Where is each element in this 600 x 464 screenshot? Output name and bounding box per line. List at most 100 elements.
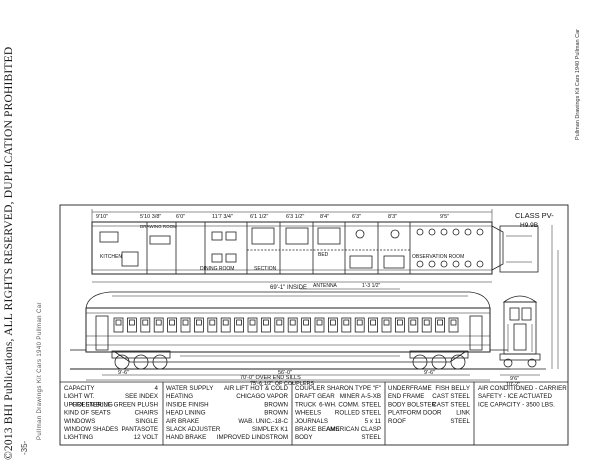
window-pane [249,319,256,326]
window [127,317,137,333]
spec-value: SIMPLEX K1 [252,426,289,433]
drawing-frame [59,204,569,446]
end-dim-bottom: 9'6" [510,376,519,382]
window-pane [356,319,363,326]
spec-value: IMPROVED LINDSTROM [217,434,288,441]
window-pane [209,319,216,326]
window [260,317,271,333]
window-pane [329,319,336,326]
spec-name: INSIDE FINISH [166,401,209,408]
spec-note: SAFETY - ICE ACTUATED [478,393,553,400]
window [448,317,459,333]
spec-value: BROWN [264,401,288,408]
spec-value: STEEL [450,418,470,425]
window-pane [343,319,350,326]
spec-name: PLATFORM DOOR [388,410,442,417]
plan-length-label: 69'-1" INSIDE [270,285,307,291]
spec-name: HAND BRAKE [166,434,206,441]
antenna-dim: 1'-3 1/2" [362,283,381,289]
spec-value: AMERICAN CLASP [326,426,381,433]
spec-name: JOURNALS [295,418,328,425]
class-label: CLASS PV- [515,211,554,220]
spec-value: CHICAGO VAPOR [236,393,288,400]
window [193,317,204,333]
antenna-label: ANTENNA [313,283,338,289]
dim-truck-right: 9'-6" [424,370,435,376]
spec-name: HEAD LINING [166,410,206,417]
spec-name: BODY BOLSTER [388,401,437,408]
window-pane [262,319,269,326]
window-pane [450,319,457,326]
dim-over-sills: 70'-0" OVER END SILLS [240,375,301,381]
window-pane [303,319,310,326]
spec-value: AIR LIFT HOT & COLD [224,385,289,392]
spec-value: 5 x 11 [365,418,382,425]
window [247,317,258,333]
spec-value: 6-WH. COMM. STEEL [319,401,381,408]
window [207,317,218,333]
spec-value: PANTASOTE [121,426,158,433]
plan-dim-label: 6'3" [352,214,361,220]
spec-name: END FRAME [388,393,424,400]
spec-name: WATER SUPPLY [166,385,213,392]
window-pane [276,319,283,326]
window [153,317,164,333]
spec-name: LIGHT WT. [64,393,95,400]
spec-value: MINER A-5-XB [340,393,381,400]
room-observation: OBSERVATION ROOM [412,254,464,260]
plan-dim-label: 6'1 1/2" [250,214,268,220]
spec-name: HEATING [166,393,193,400]
spec-name: CAPACITY [64,385,94,392]
window [113,317,124,333]
spec-name: DRAFT GEAR [295,393,335,400]
spec-value: CAST STEEL [432,401,470,408]
dim-truck-centers: 56'-0" [278,370,292,376]
spec-name: WHEELS [295,410,321,417]
window [167,317,178,333]
spec-value: CAST STEEL [432,393,470,400]
window [394,317,405,333]
spec-value: 4 [155,385,159,392]
window-pane [396,319,403,326]
spec-value: WAB. UNIC.-18-C [238,418,288,425]
window [301,317,312,333]
window-pane [437,319,444,326]
window-pane [155,319,162,326]
window-pane [370,319,377,326]
spec-value: SINGLE [135,418,158,425]
spec-name: KIND OF SEATS [64,410,111,417]
plan-dimension-labels: 9'10"5'10 3/8"6'0"11'7 3/4"6'1 1/2"6'3 1… [96,214,449,220]
spec-name: TRUCK [295,401,317,408]
room-kitchen: KITCHEN [100,254,122,260]
spec-name: LIGHTING [64,434,93,441]
spec-value: SHARON TYPE "F" [327,385,381,392]
spec-note: ICE CAPACITY - 3500 LBS. [478,401,555,408]
window-pane [182,319,189,326]
plan-dim-label: 5'10 3/8" [140,214,161,220]
end-dim-width: 10'-2" [506,382,520,388]
spec-value: GREEN BLUE GREEN PLUSH [72,401,158,408]
window-row [113,317,459,333]
window-pane [169,319,176,326]
dim-truck-left: 9'-6" [118,370,129,376]
spec-value: CHAIRS [135,410,158,417]
plan-dim-label: 6'3 1/2" [286,214,304,220]
spec-name: UPHOLSTERING [64,401,113,408]
plan-dim-label: 11'7 3/4" [212,214,233,220]
window [381,317,392,333]
window-pane [115,319,122,326]
plan-dim-label: 9'10" [96,214,108,220]
window [140,317,151,333]
window [234,317,245,333]
room-dining: DINING ROOM [200,266,234,272]
window-pane [316,319,323,326]
plan-dim-label: 8'4" [320,214,329,220]
window-pane [423,319,430,326]
spec-name: UNDERFRAME [388,385,432,392]
spec-value: LINK [456,410,471,417]
end-elevation [496,225,559,376]
room-bed: BED [318,252,329,258]
window [408,317,419,333]
spec-value: 12 VOLT [134,434,159,441]
